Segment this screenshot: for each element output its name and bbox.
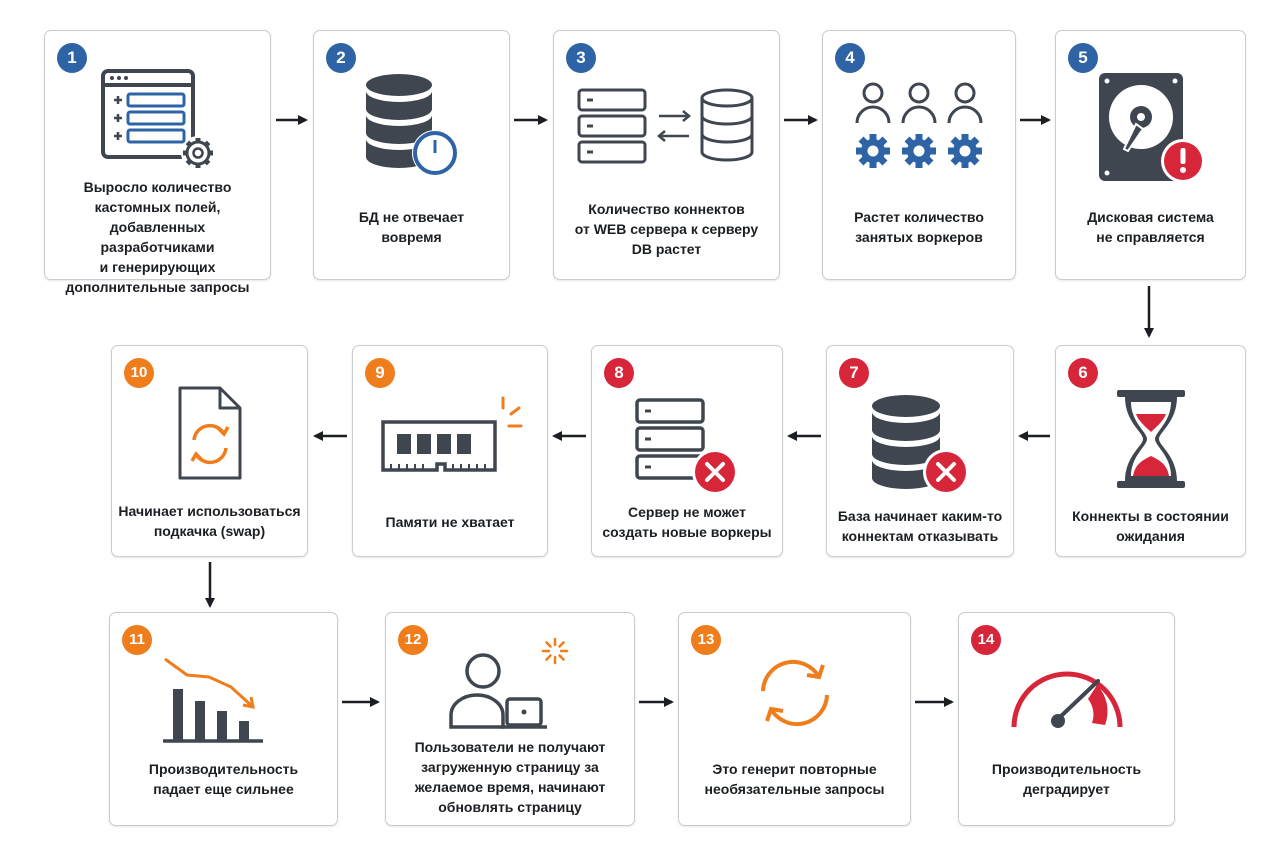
server-database-exchange-icon	[554, 86, 779, 176]
step-label: Выросло количество кастомных полей, доба…	[65, 179, 250, 295]
step-number-badge: 4	[835, 43, 865, 73]
declining-chart-icon	[110, 653, 337, 748]
step-label: Производительность деградирует	[991, 761, 1142, 797]
step-card-1: 1 Выросло количест	[44, 30, 271, 295]
speedometer-icon	[959, 657, 1174, 737]
step-label: Это генерит повторные необязательные зап…	[704, 761, 885, 797]
step-label: Дисковая система не справляется	[1087, 209, 1214, 245]
step-label: Количество коннектов от WEB сервера к се…	[574, 201, 759, 257]
step-label: Растет количество занятых воркеров	[854, 209, 984, 245]
step-label: Сервер не может создать новые воркеры	[602, 504, 772, 540]
step-card-7: 7 База начинает каким-то коннектам отказ…	[826, 345, 1014, 557]
database-clock-icon	[314, 71, 509, 191]
step-number-badge: 10	[124, 358, 154, 388]
step-number-badge: 7	[839, 358, 869, 388]
step-number-badge: 2	[326, 43, 356, 73]
server-error-icon	[592, 398, 782, 494]
step-card-3: 3 Количество коннектов от WEB сервер	[553, 30, 780, 280]
step-number-badge: 6	[1068, 358, 1098, 388]
memory-module-icon	[353, 394, 547, 484]
step-label: База начинает каким-то коннектам отказыв…	[837, 508, 1003, 544]
step-label: Производительность падает еще сильнее	[148, 761, 299, 797]
user-laptop-icon	[386, 633, 634, 733]
refresh-cycle-icon	[679, 653, 910, 733]
hourglass-icon	[1056, 388, 1245, 492]
step-card-5: 5 Дисковая система не справляется	[1055, 30, 1246, 280]
database-error-icon	[827, 394, 1013, 494]
step-card-8: 8 Сервер не может создать новые воркеры	[591, 345, 783, 557]
step-number-badge: 13	[691, 625, 721, 655]
form-settings-icon	[45, 69, 270, 174]
step-number-badge: 3	[566, 43, 596, 73]
step-card-13: 13 Это генерит повторные необязательные …	[678, 612, 911, 826]
step-number-badge: 12	[398, 625, 428, 655]
step-label: БД не отвечает вовремя	[358, 209, 465, 245]
step-card-10: 10 Начинает использоваться подкачка (swa…	[111, 345, 308, 557]
file-swap-icon	[112, 384, 307, 484]
step-number-badge: 9	[365, 358, 395, 388]
step-card-2: 2 БД не отвечает вовремя	[313, 30, 510, 280]
step-number-badge: 14	[971, 625, 1001, 655]
step-label: Памяти не хватает	[385, 514, 515, 530]
step-card-9: 9 Памяти не хватает	[352, 345, 548, 557]
step-number-badge: 5	[1068, 43, 1098, 73]
step-number-badge: 11	[122, 625, 152, 655]
step-label: Коннекты в состоянии ожидания	[1072, 508, 1229, 544]
step-number-badge: 1	[57, 43, 87, 73]
step-card-11: 11 Производительность падает еще сильнее	[109, 612, 338, 826]
step-card-4: 4	[822, 30, 1016, 280]
step-card-6: 6 Коннекты в состоянии ожидания	[1055, 345, 1246, 557]
step-card-12: 12 Пользователи не получают загруженную …	[385, 612, 635, 826]
step-number-badge: 8	[604, 358, 634, 388]
hard-disk-warning-icon	[1056, 69, 1245, 189]
step-label: Начинает использоваться подкачка (swap)	[118, 503, 301, 539]
workers-gears-icon	[823, 79, 1015, 179]
step-card-14: 14 Производительность деградирует	[958, 612, 1175, 826]
step-label: Пользователи не получают загруженную стр…	[414, 739, 606, 815]
